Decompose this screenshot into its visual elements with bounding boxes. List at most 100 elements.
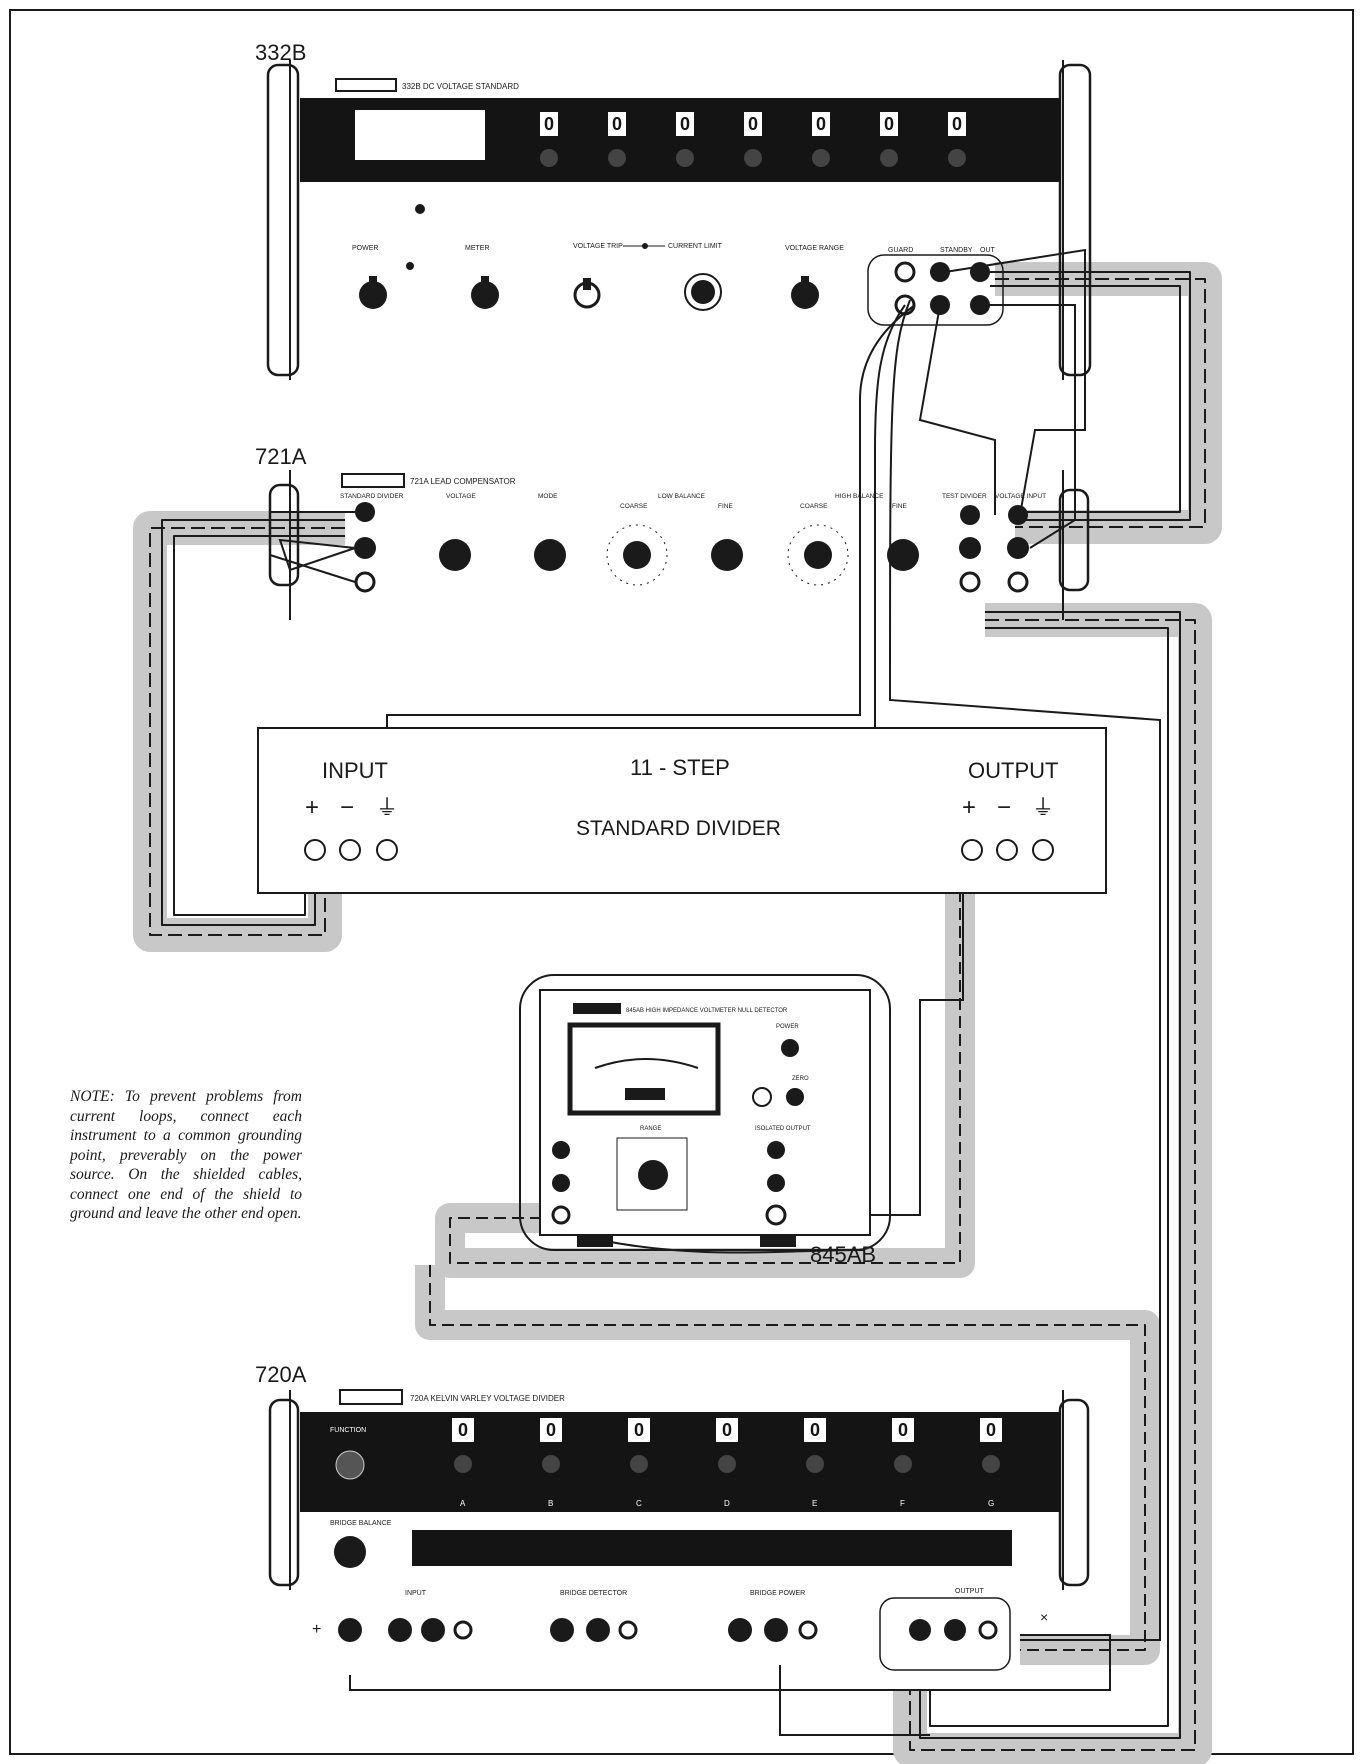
- kv720a-decade-knob-2[interactable]: [542, 1455, 560, 1473]
- kv720a-decade-knob-1[interactable]: [454, 1455, 472, 1473]
- std332b-decade-knob-5[interactable]: [812, 149, 830, 167]
- bridge-detector-terminals[interactable]: [550, 1618, 638, 1642]
- kv720a-decade-knob-6[interactable]: [894, 1455, 912, 1473]
- side-mark-cross: ×: [1040, 1609, 1048, 1625]
- control-label-voltage-range: VOLTAGE RANGE: [785, 245, 844, 252]
- std332b-digit-window-3: [676, 112, 694, 136]
- knob-current-limit[interactable]: [684, 273, 722, 311]
- knob-power-845ab[interactable]: [781, 1039, 799, 1057]
- divider-output-label: OUTPUT: [968, 758, 1058, 783]
- nameplate-332b: 332B DC VOLTAGE STANDARD: [402, 82, 519, 91]
- terminals-voltage-input[interactable]: [1007, 505, 1029, 593]
- input-terminals-845ab[interactable]: [551, 1141, 571, 1225]
- shielded-cable-332b-721a: [995, 262, 1222, 544]
- knob-voltage-721a[interactable]: [439, 539, 471, 571]
- divider-input-terminals[interactable]: [304, 839, 398, 861]
- kv720a-decade-knob-4[interactable]: [718, 1455, 736, 1473]
- terminals-standard-divider[interactable]: [354, 502, 376, 593]
- nameplate-721a: 721A LEAD COMPENSATOR: [410, 477, 516, 486]
- zero-buttons[interactable]: [752, 1087, 804, 1107]
- std332b-decade-knob-1[interactable]: [540, 149, 558, 167]
- terminal-label-out: OUT: [980, 247, 996, 254]
- std332b-decade-knob-2[interactable]: [608, 149, 626, 167]
- standard-divider-box: 11 - STEP STANDARD DIVIDER INPUT OUTPUT …: [257, 727, 1107, 894]
- kv720a-decade-knob-3[interactable]: [630, 1455, 648, 1473]
- knob-high-coarse[interactable]: [787, 524, 849, 586]
- control-label-mode: MODE: [538, 493, 558, 500]
- std332b-digit-window-5: [812, 112, 830, 136]
- control-label-function: FUNCTION: [330, 1427, 366, 1434]
- knob-high-fine[interactable]: [887, 539, 919, 571]
- control-label-isolated-output: ISOLATED OUTPUT: [755, 1126, 811, 1132]
- divider-input-plus: +: [305, 794, 319, 821]
- control-label-voltage-input: VOLTAGE INPUT: [995, 493, 1046, 500]
- nameplate-720a: 720A KELVIN VARLEY VOLTAGE DIVIDER: [410, 1394, 565, 1403]
- knob-function[interactable]: [335, 1450, 365, 1480]
- decade-letter-a: A: [460, 1499, 466, 1508]
- std332b-digit-window-1: [540, 112, 558, 136]
- divider-input-label: INPUT: [322, 758, 388, 783]
- divider-input-minus: −: [340, 794, 354, 821]
- kv720a-digit-window-1: [452, 1418, 474, 1442]
- control-label-bridge-balance: BRIDGE BALANCE: [330, 1520, 392, 1527]
- knob-bridge-balance[interactable]: [334, 1536, 366, 1568]
- instrument-721a: 721A LEAD COMPENSATOR STANDARD DIVIDER V…: [268, 470, 1090, 620]
- kv720a-decade-knob-5[interactable]: [806, 1455, 824, 1473]
- terminals-332b[interactable]: [894, 261, 990, 316]
- divider-output-terminals[interactable]: [961, 839, 1054, 861]
- grounding-note: NOTE: To prevent problems from current l…: [70, 1088, 302, 1222]
- kv720a-digit-6: 0: [898, 1420, 908, 1440]
- isolated-output-terminals[interactable]: [765, 1141, 787, 1226]
- control-label-high-coarse: COARSE: [800, 503, 828, 510]
- std332b-digit-6: 0: [884, 114, 894, 134]
- kv720a-digit-window-7: [980, 1418, 1002, 1442]
- std332b-digit-7: 0: [952, 114, 962, 134]
- terminals-test-divider[interactable]: [959, 505, 981, 593]
- label-720a: 720A: [255, 1362, 307, 1387]
- knob-meter[interactable]: [471, 276, 499, 309]
- divider-output-ground: ⏚: [1032, 795, 1054, 820]
- kv720a-digit-window-4: [716, 1418, 738, 1442]
- kv720a-digit-7: 0: [986, 1420, 996, 1440]
- std332b-decade-knob-7[interactable]: [948, 149, 966, 167]
- output-terminals-720a[interactable]: [909, 1619, 998, 1641]
- std332b-decade-knob-4[interactable]: [744, 149, 762, 167]
- std332b-digit-3: 0: [680, 114, 690, 134]
- knob-mode[interactable]: [534, 539, 566, 571]
- std332b-decade-knob-6[interactable]: [880, 149, 898, 167]
- divider-output-minus: −: [997, 794, 1011, 821]
- knob-low-coarse[interactable]: [606, 524, 668, 586]
- std332b-digit-5: 0: [816, 114, 826, 134]
- control-label-power: POWER: [352, 245, 378, 252]
- divider-input-ground: ⏚: [376, 795, 398, 820]
- control-label-high-fine: FINE: [892, 503, 907, 510]
- knob-voltage-range[interactable]: [791, 276, 819, 309]
- label-845ab: 845AB: [810, 1242, 877, 1267]
- input-terminals-720a[interactable]: [338, 1618, 473, 1642]
- page-border: [9, 9, 1354, 1755]
- control-label-bridge-power: BRIDGE POWER: [750, 1590, 805, 1597]
- std332b-digit-4: 0: [748, 114, 758, 134]
- control-label-meter: METER: [465, 245, 490, 252]
- std332b-digit-window-2: [608, 112, 626, 136]
- knob-power[interactable]: [359, 276, 387, 309]
- bridge-power-terminals[interactable]: [728, 1618, 818, 1642]
- knob-low-fine[interactable]: [711, 539, 743, 571]
- knob-voltage-trip[interactable]: [573, 278, 601, 309]
- knob-range[interactable]: [616, 1137, 688, 1211]
- std332b-digit-window-6: [880, 112, 898, 136]
- kv720a-digit-window-5: [804, 1418, 826, 1442]
- control-label-zero: ZERO: [792, 1076, 809, 1082]
- std332b-digit-2: 0: [612, 114, 622, 134]
- decade-letter-g: G: [988, 1499, 994, 1508]
- output-box-720a: [879, 1597, 1011, 1671]
- kv720a-digit-1: 0: [458, 1420, 468, 1440]
- std332b-decade-knob-3[interactable]: [676, 149, 694, 167]
- kv720a-decade-knob-7[interactable]: [982, 1455, 1000, 1473]
- kv720a-digit-3: 0: [634, 1420, 644, 1440]
- decade-letter-d: D: [724, 1499, 730, 1508]
